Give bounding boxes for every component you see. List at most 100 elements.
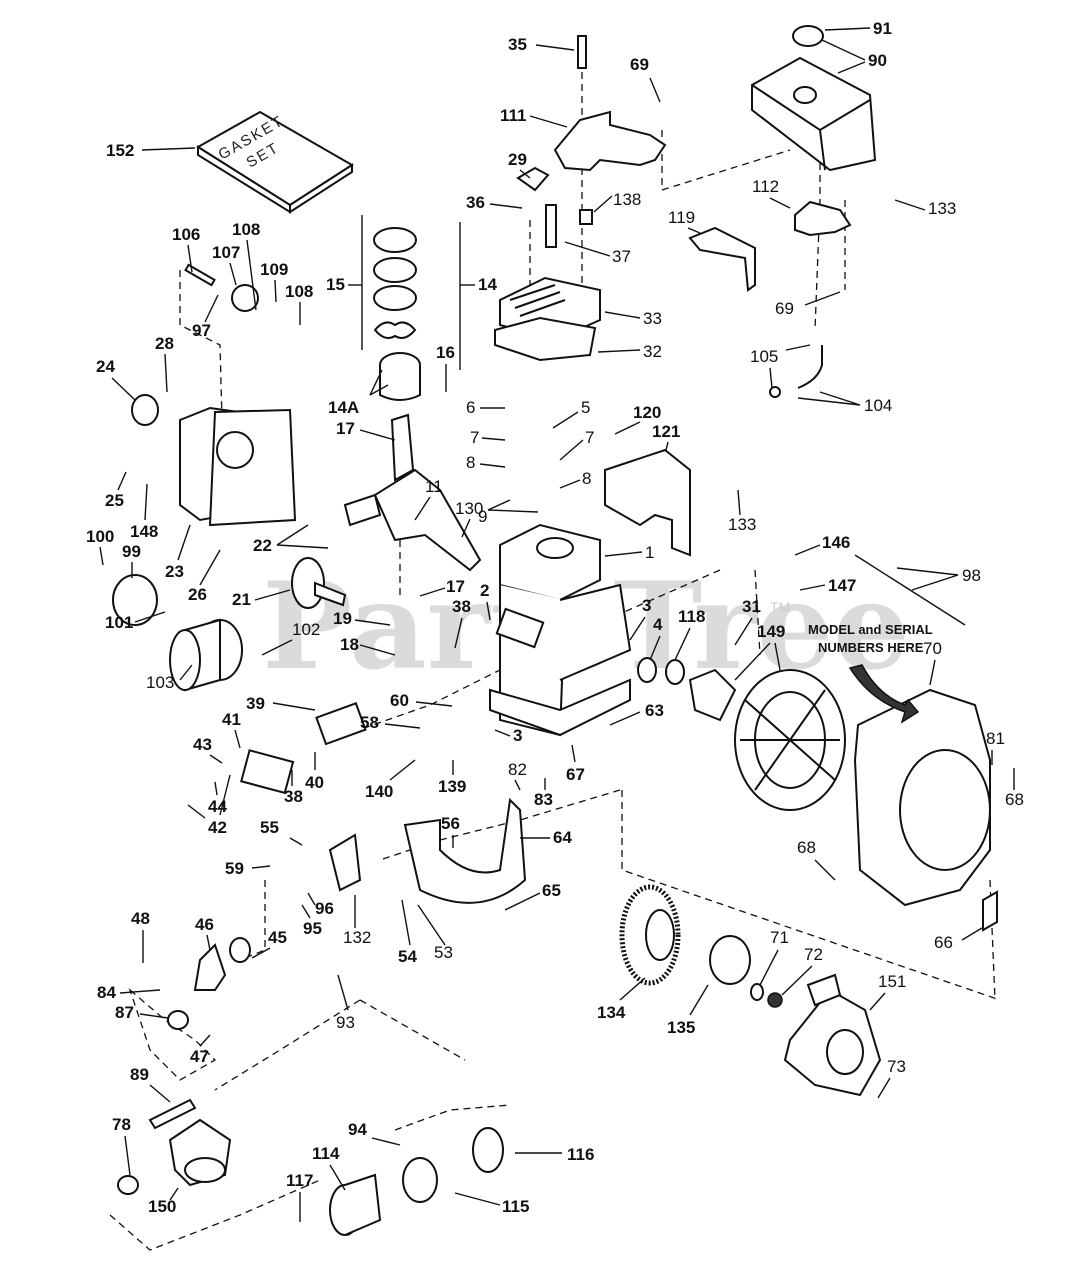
callout-67[interactable]: 67: [566, 744, 585, 784]
callout-81[interactable]: 81: [986, 729, 1005, 765]
callout-89[interactable]: 89: [130, 1065, 171, 1103]
callout-139[interactable]: 139: [438, 760, 466, 796]
callout-26[interactable]: 26: [188, 549, 221, 604]
callout-130[interactable]: 130: [455, 499, 483, 538]
callout-63[interactable]: 63: [609, 701, 664, 726]
callout-101[interactable]: 101: [105, 611, 166, 632]
callout-14[interactable]: 14: [460, 275, 497, 294]
callout-25[interactable]: 25: [105, 471, 127, 510]
callout-42[interactable]: 42: [187, 774, 231, 837]
callout-32[interactable]: 32: [597, 342, 662, 361]
callout-4[interactable]: 4: [649, 615, 663, 661]
callout-135[interactable]: 135: [667, 984, 709, 1037]
callout-120[interactable]: 120: [614, 403, 661, 435]
callout-151[interactable]: 151: [869, 972, 906, 1011]
callout-2[interactable]: 2: [480, 581, 491, 621]
callout-19[interactable]: 19: [333, 609, 391, 628]
callout-48[interactable]: 48: [131, 909, 150, 963]
callout-17-b[interactable]: 17: [419, 577, 465, 597]
callout-1[interactable]: 1: [604, 543, 654, 562]
callout-115[interactable]: 115: [454, 1192, 529, 1216]
callout-18[interactable]: 18: [340, 635, 396, 656]
callout-39[interactable]: 39: [246, 694, 316, 713]
callout-22[interactable]: 22: [253, 524, 329, 555]
callout-133-b[interactable]: 133: [728, 489, 756, 534]
callout-55[interactable]: 55: [260, 818, 303, 846]
callout-93[interactable]: 93: [336, 974, 355, 1032]
callout-150[interactable]: 150: [148, 1187, 179, 1216]
callout-97[interactable]: 97: [192, 294, 219, 340]
callout-37[interactable]: 37: [564, 241, 631, 266]
callout-106[interactable]: 106: [172, 225, 200, 273]
callout-138[interactable]: 138: [593, 190, 641, 213]
callout-3-b[interactable]: 3: [494, 726, 522, 745]
callout-109[interactable]: 109: [260, 260, 288, 303]
callout-23[interactable]: 23: [165, 524, 191, 581]
callout-148[interactable]: 148: [130, 483, 158, 541]
callout-73[interactable]: 73: [877, 1057, 906, 1099]
callout-119[interactable]: 119: [668, 208, 701, 234]
callout-7-a[interactable]: 7: [470, 428, 506, 447]
callout-116[interactable]: 116: [515, 1145, 594, 1164]
callout-3-a[interactable]: 3: [629, 596, 651, 641]
callout-152[interactable]: 152: [106, 141, 196, 160]
callout-33[interactable]: 33: [604, 309, 662, 328]
callout-87[interactable]: 87: [115, 1003, 169, 1022]
callout-103[interactable]: 103: [146, 664, 193, 692]
callout-121[interactable]: 121: [652, 422, 680, 451]
callout-83[interactable]: 83: [534, 778, 553, 809]
callout-82[interactable]: 82: [508, 760, 527, 791]
callout-132[interactable]: 132: [343, 895, 371, 947]
callout-84[interactable]: 84: [97, 983, 161, 1002]
callout-114[interactable]: 114: [312, 1144, 346, 1191]
callout-21[interactable]: 21: [232, 589, 291, 609]
callout-69-b[interactable]: 69: [775, 291, 841, 318]
callout-66[interactable]: 66: [934, 927, 983, 952]
callout-91[interactable]: 91: [824, 19, 892, 38]
callout-6[interactable]: 6: [466, 398, 505, 417]
callout-14A[interactable]: 14A: [328, 369, 389, 417]
callout-40[interactable]: 40: [305, 752, 324, 792]
callout-5[interactable]: 5: [552, 398, 590, 429]
callout-29[interactable]: 29: [508, 150, 531, 179]
callout-9[interactable]: 9: [478, 499, 539, 526]
callout-35[interactable]: 35: [508, 35, 575, 54]
callout-46[interactable]: 46: [195, 915, 214, 951]
callout-8-b[interactable]: 8: [559, 469, 591, 489]
callout-53[interactable]: 53: [417, 904, 453, 962]
callout-105[interactable]: 105: [750, 344, 811, 389]
callout-140[interactable]: 140: [365, 759, 416, 801]
callout-31[interactable]: 31: [734, 597, 761, 646]
callout-68-a[interactable]: 68: [1005, 768, 1024, 809]
callout-134[interactable]: 134: [597, 977, 646, 1022]
callout-8-a[interactable]: 8: [466, 453, 506, 472]
callout-38-a[interactable]: 38: [452, 597, 471, 649]
callout-112[interactable]: 112: [752, 177, 791, 209]
callout-99[interactable]: 99: [122, 542, 141, 578]
callout-36[interactable]: 36: [466, 193, 523, 212]
callout-72[interactable]: 72: [781, 945, 823, 996]
callout-133-top[interactable]: 133: [894, 199, 956, 218]
callout-11[interactable]: 11: [414, 477, 443, 521]
callout-41[interactable]: 41: [222, 710, 241, 749]
callout-68-b[interactable]: 68: [797, 838, 836, 881]
callout-65[interactable]: 65: [504, 881, 561, 911]
callout-60[interactable]: 60: [390, 691, 453, 710]
callout-149[interactable]: 149: [734, 622, 785, 681]
callout-7-b[interactable]: 7: [559, 428, 594, 461]
callout-94[interactable]: 94: [348, 1120, 401, 1146]
callout-54[interactable]: 54: [398, 899, 417, 966]
callout-108-b[interactable]: 108: [285, 282, 313, 325]
callout-104[interactable]: 104: [797, 391, 892, 415]
callout-118[interactable]: 118: [674, 607, 705, 661]
callout-108-a[interactable]: 108: [232, 220, 260, 311]
callout-64[interactable]: 64: [520, 828, 572, 847]
callout-47[interactable]: 47: [190, 1034, 211, 1066]
callout-69-top[interactable]: 69: [630, 55, 661, 103]
callout-28[interactable]: 28: [155, 334, 174, 393]
callout-117[interactable]: 117: [286, 1171, 313, 1222]
callout-98[interactable]: 98: [896, 566, 981, 591]
callout-111[interactable]: 111: [500, 106, 568, 128]
callout-38-b[interactable]: 38: [284, 770, 303, 806]
callout-96[interactable]: 96: [307, 892, 334, 918]
